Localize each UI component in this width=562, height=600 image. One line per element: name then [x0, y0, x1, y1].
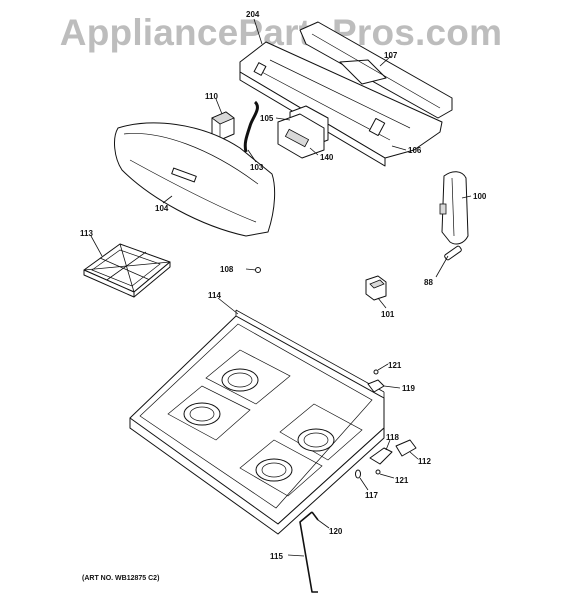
- part-callouts: 204 107 110 105 140 106 103 104 100 113 …: [80, 10, 487, 561]
- callout-121-top[interactable]: 121: [388, 361, 402, 370]
- callout-119[interactable]: 119: [402, 384, 415, 393]
- end-cap-part[interactable]: [444, 245, 462, 261]
- hinge-part[interactable]: [367, 369, 385, 393]
- callout-118[interactable]: 118: [386, 433, 399, 442]
- wire-harness-part[interactable]: [243, 100, 259, 153]
- site-watermark: AppliancePartsPros.com: [59, 12, 503, 53]
- callout-104[interactable]: 104: [155, 204, 169, 213]
- clip-part[interactable]: [355, 469, 361, 479]
- art-number-label: (ART NO. WB12875 C2): [82, 575, 160, 582]
- callout-107[interactable]: 107: [384, 51, 398, 60]
- support-rod-part[interactable]: [299, 511, 319, 593]
- callout-103[interactable]: 103: [250, 163, 264, 172]
- callout-112[interactable]: 112: [418, 457, 431, 466]
- callout-204[interactable]: 204: [246, 10, 260, 19]
- callout-120[interactable]: 120: [329, 527, 343, 536]
- callout-105[interactable]: 105: [260, 114, 274, 123]
- callout-101[interactable]: 101: [381, 310, 395, 319]
- callout-121-bottom[interactable]: 121: [395, 476, 409, 485]
- callout-88[interactable]: 88: [424, 278, 433, 287]
- callout-140[interactable]: 140: [320, 153, 334, 162]
- cooktop-part[interactable]: [129, 309, 385, 535]
- top-trim-part[interactable]: [299, 21, 453, 119]
- burner-grate-part[interactable]: [83, 243, 171, 298]
- callout-115[interactable]: 115: [270, 552, 283, 561]
- screw-part[interactable]: [255, 267, 261, 273]
- callout-108[interactable]: 108: [220, 265, 234, 274]
- callout-110[interactable]: 110: [205, 92, 218, 101]
- callout-100[interactable]: 100: [473, 192, 487, 201]
- support-part[interactable]: [369, 439, 417, 475]
- switch-part[interactable]: [211, 111, 235, 141]
- callout-117[interactable]: 117: [365, 491, 378, 500]
- callout-114[interactable]: 114: [208, 291, 221, 300]
- clock-module-part[interactable]: [277, 105, 329, 159]
- bracket-part[interactable]: [365, 275, 387, 301]
- control-panel-part[interactable]: [114, 122, 276, 237]
- side-trim-part[interactable]: [439, 171, 469, 245]
- callout-113[interactable]: 113: [80, 229, 93, 238]
- leader-lines: [90, 18, 472, 557]
- callout-106[interactable]: 106: [408, 146, 422, 155]
